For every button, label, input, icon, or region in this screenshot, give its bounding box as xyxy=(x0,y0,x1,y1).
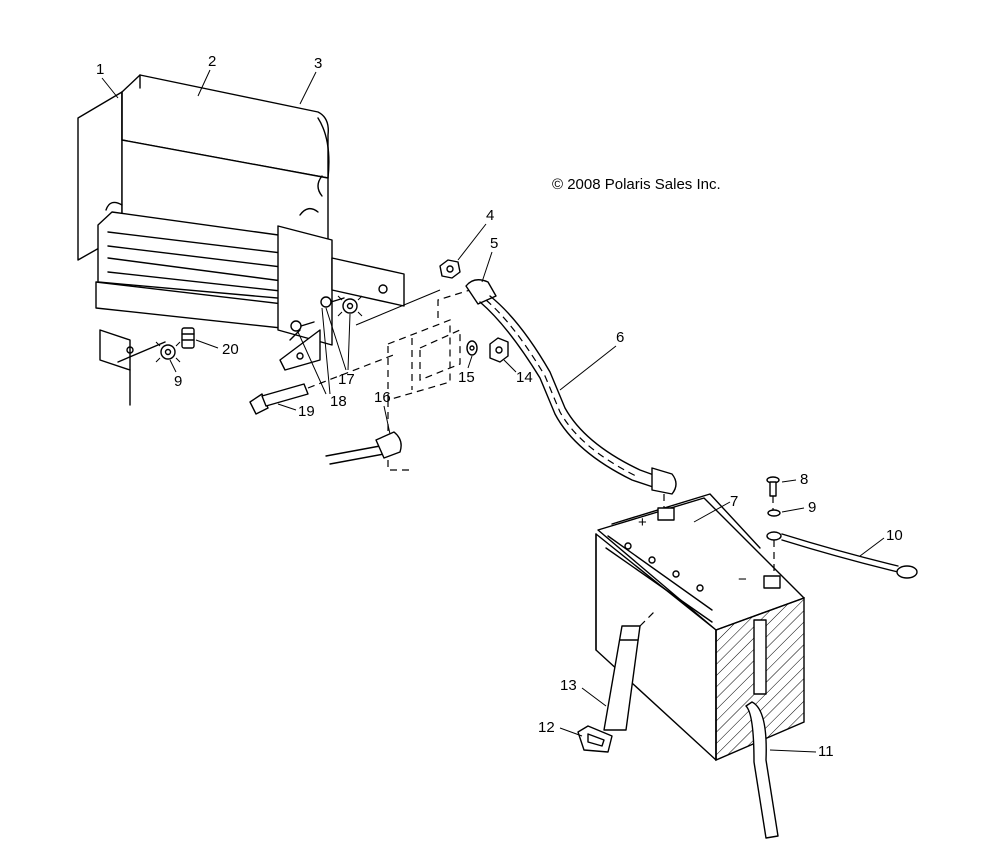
star-washer-17 xyxy=(337,295,363,317)
nut-part-14 xyxy=(489,337,509,363)
callout-9-right: 9 xyxy=(781,499,816,516)
copyright-text: © 2008 Polaris Sales Inc. xyxy=(552,176,721,193)
positive-terminal-label: + xyxy=(638,514,647,531)
callout-5: 5 xyxy=(481,235,498,283)
battery-box-assembly xyxy=(77,74,441,406)
svg-text:13: 13 xyxy=(560,677,577,694)
connector-block xyxy=(387,289,471,471)
callout-14: 14 xyxy=(503,359,533,386)
callout-1: 1 xyxy=(96,61,119,99)
callout-19: 19 xyxy=(277,403,315,420)
star-washer-9-left xyxy=(155,341,181,363)
strap-part-13 xyxy=(603,609,657,731)
battery-part-7: + − xyxy=(595,493,805,762)
svg-text:19: 19 xyxy=(298,403,315,420)
svg-text:16: 16 xyxy=(374,389,391,406)
screw-part-18 xyxy=(290,296,345,332)
cable-part-16 xyxy=(325,431,402,465)
vent-tube-part-11 xyxy=(745,619,779,839)
svg-text:2: 2 xyxy=(208,53,216,70)
svg-text:15: 15 xyxy=(458,369,475,386)
svg-text:8: 8 xyxy=(800,471,808,488)
nut-part-4 xyxy=(439,259,461,279)
callout-10: 10 xyxy=(859,527,903,557)
positive-cable-part-6 xyxy=(465,279,677,512)
callout-18: 18 xyxy=(297,307,347,410)
callout-13: 13 xyxy=(560,677,607,707)
svg-text:14: 14 xyxy=(516,369,533,386)
svg-text:10: 10 xyxy=(886,527,903,544)
washer-part-9-right xyxy=(767,509,781,517)
screw-part-8 xyxy=(766,476,780,520)
svg-text:18: 18 xyxy=(330,393,347,410)
svg-text:6: 6 xyxy=(616,329,624,346)
svg-text:20: 20 xyxy=(222,341,239,358)
svg-text:5: 5 xyxy=(490,235,498,252)
buckle-part-12 xyxy=(577,725,613,753)
callout-3: 3 xyxy=(299,55,322,105)
svg-text:9: 9 xyxy=(174,373,182,390)
svg-text:11: 11 xyxy=(818,743,834,760)
washer-part-15 xyxy=(466,340,478,356)
callout-2: 2 xyxy=(197,53,216,97)
callout-4: 4 xyxy=(457,207,494,261)
ground-cable-part-10 xyxy=(766,531,918,579)
callout-17: 17 xyxy=(325,307,355,388)
callout-8: 8 xyxy=(781,471,808,488)
svg-text:17: 17 xyxy=(338,371,355,388)
callout-16: 16 xyxy=(374,389,391,435)
callout-9-left: 9 xyxy=(169,359,182,390)
svg-text:12: 12 xyxy=(538,719,555,736)
callout-6: 6 xyxy=(559,329,624,391)
svg-text:3: 3 xyxy=(314,55,322,72)
callout-20: 20 xyxy=(195,339,239,358)
svg-text:1: 1 xyxy=(96,61,104,78)
callout-11: 11 xyxy=(769,743,834,760)
clip-part-20 xyxy=(181,327,195,349)
bolt-part-19 xyxy=(249,353,397,415)
svg-text:4: 4 xyxy=(486,207,494,224)
svg-text:9: 9 xyxy=(808,499,816,516)
callout-7: 7 xyxy=(693,493,738,523)
callout-12: 12 xyxy=(538,719,583,737)
svg-text:7: 7 xyxy=(730,493,738,510)
callout-15: 15 xyxy=(458,355,475,386)
negative-terminal-label: − xyxy=(738,571,747,588)
